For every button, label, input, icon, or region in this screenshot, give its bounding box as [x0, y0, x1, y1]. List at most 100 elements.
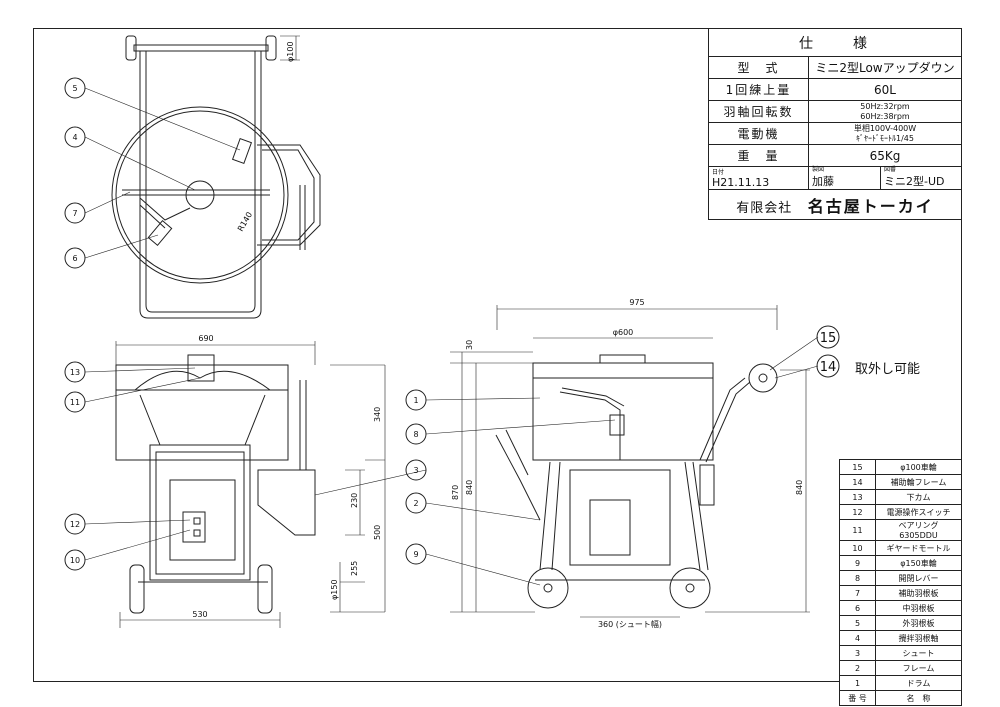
dim-h500: 500 — [373, 525, 382, 540]
balloon-label-9: 9 — [413, 550, 418, 559]
part-number: 4 — [839, 630, 876, 646]
dim-h870: 870 — [451, 485, 460, 500]
dim-chute-width: 360 (シュート幅) — [598, 619, 662, 629]
part-number: 11 — [839, 519, 876, 541]
top-wheel-left — [125, 35, 137, 61]
balloon-label-3: 3 — [413, 466, 418, 475]
part-number: 15 — [839, 459, 876, 475]
side-wheel-front — [527, 567, 569, 609]
spec-value-rpm-60: 60Hz:38rpm — [860, 111, 910, 121]
dim-d600: φ600 — [613, 328, 634, 337]
balloon-7 — [64, 202, 86, 224]
meta-maker-cell: 製図加藤 — [808, 166, 881, 190]
dim-h840-right: 840 — [795, 480, 804, 495]
part-number: 7 — [839, 585, 876, 601]
part-name: シュート — [875, 645, 962, 661]
spec-label-motor: 電動機 — [708, 122, 809, 145]
meta-drawing-label: 図番 — [884, 166, 897, 173]
dim-w530: 530 — [192, 610, 207, 619]
part-number: 10 — [839, 540, 876, 556]
front-drum — [115, 364, 289, 461]
balloon-label-13: 13 — [70, 368, 80, 377]
meta-date-label: 日付 — [712, 169, 725, 176]
top-paddle-middle — [147, 220, 173, 246]
company-cell: 有限会社 名古屋トーカイ — [708, 189, 962, 220]
part-name: 攪拌羽根軸 — [875, 630, 962, 646]
front-view — [115, 341, 386, 628]
removable-note: 取外し可能 — [855, 362, 921, 377]
top-handle-bar — [133, 44, 269, 52]
dim-h30: 30 — [465, 340, 474, 350]
meta-drawing-cell: 図番ミニ2型-UD — [880, 166, 962, 190]
balloon-label-8: 8 — [413, 430, 418, 439]
front-frame — [149, 444, 251, 581]
spec-value-model: ミニ2型Lowアップダウン — [808, 56, 962, 79]
part-number: 8 — [839, 570, 876, 586]
front-chute — [257, 469, 316, 536]
balloon-label-5: 5 — [72, 84, 77, 93]
spec-value-rpm-50: 50Hz:32rpm — [860, 101, 910, 111]
spec-value-weight: 65Kg — [808, 144, 962, 167]
front-switch — [182, 511, 206, 543]
part-name: ベアリング 6305DDU — [875, 519, 962, 541]
part-name: 補助輪フレーム — [875, 474, 962, 490]
parts-header-row: 番 号名 称 — [839, 690, 962, 706]
balloon-4 — [64, 126, 86, 148]
dim-h840-left: 840 — [465, 480, 474, 495]
drawing-border — [33, 28, 962, 682]
dim-d150: φ150 — [330, 579, 339, 600]
leader-lines — [84, 87, 819, 586]
balloon-label-4: 4 — [72, 133, 77, 142]
side-view — [450, 305, 810, 618]
spec-value-capacity: 60L — [808, 78, 962, 101]
front-motor — [169, 479, 236, 561]
top-wheel-right — [265, 35, 277, 61]
part-name: 下カム — [875, 489, 962, 505]
spec-label-model: 型 式 — [708, 56, 809, 79]
spec-label-rpm: 羽軸回転数 — [708, 100, 809, 123]
company-prefix: 有限会社 — [736, 200, 793, 216]
balloon-label-7: 7 — [72, 209, 77, 218]
dim-h255: 255 — [350, 561, 359, 576]
meta-drawing: ミニ2型-UD — [884, 175, 945, 188]
balloon-label-2: 2 — [413, 499, 418, 508]
balloon-11 — [64, 391, 86, 413]
spec-value-motor: 単相100V-400W ｷﾞﾔｰﾄﾞﾓｰﾄﾙ1/45 — [808, 122, 962, 145]
balloon-1 — [405, 389, 427, 411]
front-wheel-right — [257, 564, 273, 614]
dim-r140: R140 — [236, 210, 254, 233]
balloon-5 — [64, 77, 86, 99]
balloon-6 — [64, 247, 86, 269]
dim-d100: φ100 — [286, 41, 295, 62]
side-lever — [559, 391, 621, 460]
meta-date: H21.11.13 — [712, 176, 770, 189]
balloon-8 — [405, 423, 427, 445]
balloon-10 — [64, 549, 86, 571]
part-name: 開閉レバー — [875, 570, 962, 586]
part-number: 1 — [839, 675, 876, 691]
spec-value-motor-power: 単相100V-400W — [853, 123, 917, 133]
spec-value-motor-type: ｷﾞﾔｰﾄﾞﾓｰﾄﾙ1/45 — [856, 133, 914, 143]
top-drum-outer — [111, 106, 289, 284]
balloon-14 — [816, 354, 840, 378]
parts-header-no: 番 号 — [839, 690, 876, 706]
balloon-15 — [816, 325, 840, 349]
dim-h340: 340 — [373, 407, 382, 422]
